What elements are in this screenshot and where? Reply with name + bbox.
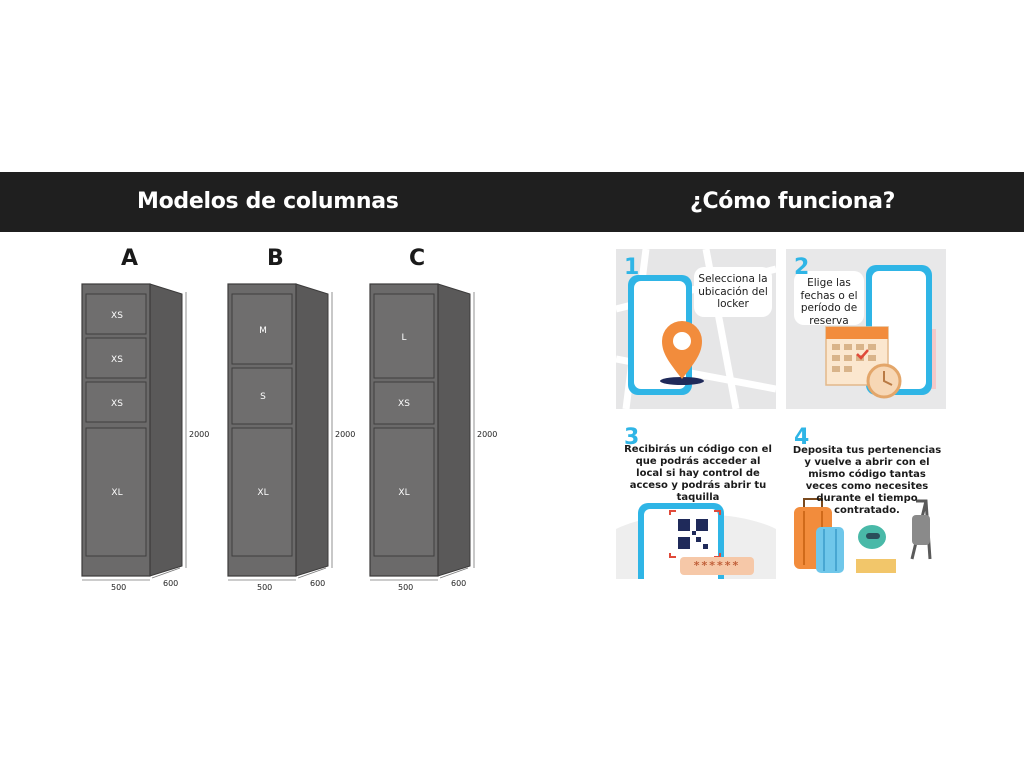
step-text: Elige las fechas o el período de reserva [800,277,858,327]
width-dimension: 500 [257,583,272,592]
models-section-title: Modelos de columnas [137,189,399,214]
model-a-letter: A [121,246,139,271]
step-text: Recibirás un código con el que podrás ac… [624,444,772,503]
step-number: 3 [624,425,640,450]
header-banner: Modelos de columnas ¿Cómo funciona? [0,172,1024,232]
compartment-label: XS [111,355,123,365]
depth-dimension: 600 [451,579,466,588]
step-number: 1 [624,255,640,280]
model-b-letter: B [267,246,284,271]
depth-dimension: 600 [310,579,325,588]
luggage-illustration [786,419,946,579]
step-number: 4 [794,425,810,450]
compartment-label: S [260,392,266,402]
cabinet-a: XS XS XS XL 2000 500 600 [81,283,209,592]
step-1-card: 1 Selecciona la ubicación del locker [616,249,776,409]
height-dimension: 2000 [189,430,209,439]
height-dimension: 2000 [335,430,355,439]
compartment-label: L [401,333,406,343]
how-it-works-title: ¿Cómo funciona? [690,189,896,214]
compartment-label: XL [111,488,122,498]
cabinet-c: L XS XL 2000 500 600 [369,283,497,592]
step-4-card: 4 Deposita tus pertenencias y vuelve a a… [786,419,946,579]
qr-phone-illustration [616,419,776,579]
model-c-letter: C [409,246,426,271]
width-dimension: 500 [398,583,413,592]
step-text: Selecciona la ubicación del locker [698,273,768,310]
compartment-label: XS [398,399,410,409]
compartment-label: XL [257,488,268,498]
width-dimension: 500 [111,583,126,592]
calendar-phone-illustration [786,249,946,409]
compartment-label: M [259,326,267,336]
depth-dimension: 600 [163,579,178,588]
height-dimension: 2000 [477,430,497,439]
step-2-card: 2 Elige las fechas o el período de reser… [786,249,946,409]
compartment-label: XS [111,399,123,409]
compartment-label: XS [111,311,123,321]
cabinet-b: M S XL 2000 500 600 [227,283,355,592]
step-number: 2 [794,255,810,280]
code-placeholder: ****** [693,559,741,572]
step-text: Deposita tus pertenencias y vuelve a abr… [792,445,942,516]
compartment-label: XL [398,488,409,498]
step-3-card: 3 Recibirás un código con el que podrás … [616,419,776,579]
map-phone-illustration [616,249,776,409]
